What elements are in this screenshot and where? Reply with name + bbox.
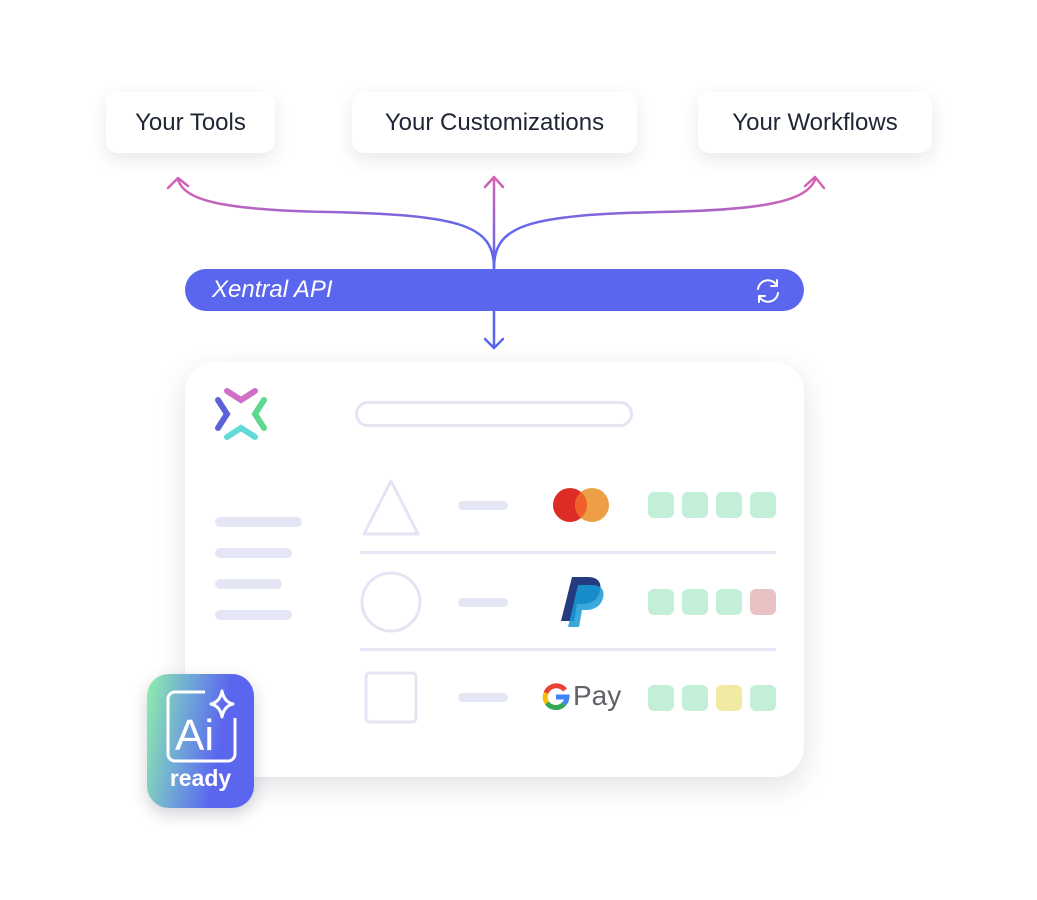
status-square-green: [682, 492, 708, 518]
target-workflows: Your Workflows: [698, 92, 932, 153]
gpay-label: Pay: [573, 680, 622, 711]
arrow-up: [483, 175, 505, 270]
row-dash: [458, 693, 508, 702]
xentral-logo-icon: [215, 388, 267, 440]
triangle-icon: [362, 479, 420, 536]
sync-icon: [757, 279, 779, 303]
arrow-down: [483, 309, 505, 350]
sidebar-item[interactable]: [215, 610, 292, 620]
square-icon: [364, 671, 418, 724]
target-label: Your Customizations: [384, 108, 605, 136]
row-dash: [458, 501, 508, 510]
paypal-logo-icon: [561, 577, 604, 627]
circle-icon: [360, 571, 422, 633]
row-divider: [360, 551, 776, 554]
sidebar-item[interactable]: [215, 579, 282, 589]
target-customizations: Your Customizations: [352, 92, 637, 153]
search-bar[interactable]: [355, 401, 633, 427]
row-dash: [458, 598, 508, 607]
status-square-red: [750, 589, 776, 615]
status-square-yellow: [716, 685, 742, 711]
target-label: Your Workflows: [732, 108, 898, 136]
arrow-left: [166, 176, 496, 270]
status-square-green: [648, 492, 674, 518]
status-square-green: [648, 589, 674, 615]
target-label: Your Tools: [135, 108, 246, 136]
badge-label: ready: [169, 765, 232, 791]
xentral-api-bar: Xentral API: [185, 269, 804, 311]
target-tools: Your Tools: [106, 92, 275, 153]
sidebar-item[interactable]: [215, 548, 292, 558]
sidebar-item[interactable]: [215, 517, 302, 527]
ai-sparkle-icon: Ai: [166, 689, 237, 763]
google-g-icon: [542, 683, 570, 711]
mastercard-logo-icon: [553, 488, 609, 522]
status-square-green: [682, 685, 708, 711]
ai-text: Ai: [175, 711, 214, 760]
status-square-green: [750, 492, 776, 518]
row-divider: [360, 648, 776, 651]
status-square-green: [682, 589, 708, 615]
status-square-green: [648, 685, 674, 711]
status-square-green: [716, 492, 742, 518]
arrow-right: [492, 175, 826, 270]
ai-ready-badge: Ai ready: [147, 674, 254, 808]
status-square-green: [750, 685, 776, 711]
api-label: Xentral API: [212, 276, 333, 303]
status-square-green: [716, 589, 742, 615]
